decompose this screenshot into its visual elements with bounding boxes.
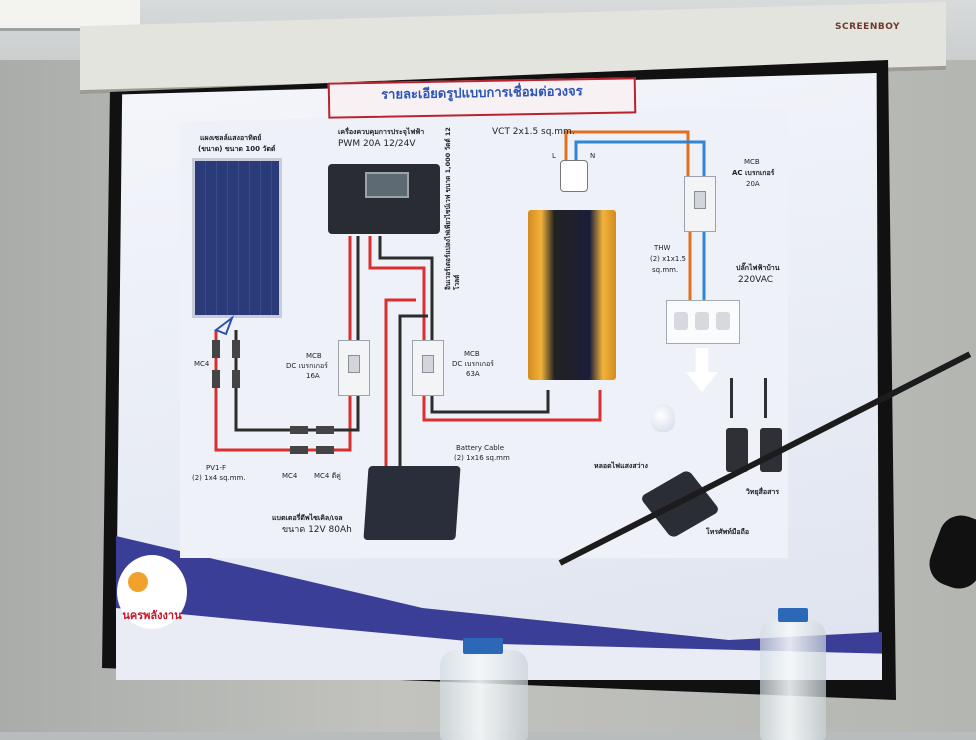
- radio-antenna-icon: [730, 378, 733, 418]
- sun-icon: [128, 572, 148, 592]
- mcb-dc16-label-2: DC เบรกเกอร์: [286, 362, 328, 370]
- radio-antenna-icon: [764, 378, 767, 418]
- thw-label-3: sq.mm.: [652, 266, 679, 274]
- phone-label: โทรศัพท์มือถือ: [706, 528, 750, 536]
- mcb-ac-label-1: MCB: [744, 158, 760, 166]
- thw-label-1: THW: [654, 244, 671, 252]
- outlet-icon: [674, 312, 688, 330]
- mcb-ac-label-3: 20A: [746, 180, 760, 188]
- radio-label: วิทยุสื่อสาร: [746, 488, 780, 496]
- mcb-dc16-label-3: 16A: [306, 372, 320, 380]
- mcb-ac-icon: [684, 176, 716, 232]
- inverter-label: อินเวอร์เตอร์แปลงไฟเพียวไซน์เวฟ ขนาด 1,0…: [444, 127, 461, 290]
- logo-text: นครพลังงาน: [122, 609, 182, 622]
- mcb-dc16-label-1: MCB: [306, 352, 322, 360]
- water-bottle: [760, 620, 826, 740]
- socket-label-1: ปลั๊กไฟฟ้าบ้าน: [736, 264, 780, 272]
- light-bulb-icon: [651, 404, 675, 432]
- battery-label-2: ขนาด 12V 80Ah: [282, 525, 352, 535]
- inverter-icon: [528, 210, 616, 380]
- solar-panel-label-1: แผงเซลล์แสงอาทิตย์: [200, 134, 262, 142]
- pv-cable-label-2: (2) 1x4 sq.mm.: [192, 474, 246, 482]
- thw-label-2: (2) x1x1.5: [650, 255, 687, 263]
- controller-label-2: PWM 20A 12/24V: [338, 139, 416, 149]
- outlet-icon: [695, 312, 709, 330]
- solar-panel-label-2: (ขนาด) ขนาด 100 วัตต์: [198, 145, 276, 153]
- mcb-dc-16a-icon: [338, 340, 370, 396]
- mcb-dc-63a-icon: [412, 340, 444, 396]
- controller-display-icon: [365, 172, 409, 198]
- mcb-dc63-label-3: 63A: [466, 370, 480, 378]
- mcb-ac-label-2: AC เบรกเกอร์: [732, 169, 775, 177]
- bottle-cap: [463, 638, 503, 654]
- bottle-cap: [778, 608, 808, 622]
- mcb-dc63-label-2: DC เบรกเกอร์: [452, 360, 494, 368]
- bulb-label: หลอดไฟแสงสว่าง: [594, 462, 648, 470]
- mc4-left-label: MC4: [194, 360, 210, 368]
- walkie-talkie-icon: [726, 428, 748, 472]
- battery-cable-label-2: (2) 1x16 sq.mm: [454, 454, 510, 462]
- pv-cable-label-1: PV1-F: [206, 464, 227, 472]
- screen-brand: SCREENBOY: [835, 22, 901, 32]
- mc4-bottom-label: MC4: [282, 472, 298, 480]
- controller-label-1: เครื่องควบคุมการประจุไฟฟ้า: [338, 128, 425, 136]
- vct-cable-label: VCT 2x1.5 sq.mm.: [492, 127, 575, 137]
- battery-icon: [363, 466, 461, 540]
- mcb-dc63-label-1: MCB: [464, 350, 480, 358]
- battery-label-1: แบตเตอรี่ดีพไซเคิล/เจล: [272, 514, 343, 522]
- plug-icon: [560, 160, 588, 192]
- vct-l-label: L: [552, 152, 556, 160]
- outlet-icon: [716, 312, 730, 330]
- logo: [117, 555, 187, 629]
- mc4-tee-label: MC4 ตีคู่: [314, 472, 341, 480]
- solar-panel-icon: [192, 158, 282, 318]
- vct-n-label: N: [590, 152, 596, 160]
- battery-cable-label-1: Battery Cable: [456, 444, 505, 452]
- socket-label-2: 220VAC: [738, 275, 774, 285]
- water-bottle: [440, 650, 528, 740]
